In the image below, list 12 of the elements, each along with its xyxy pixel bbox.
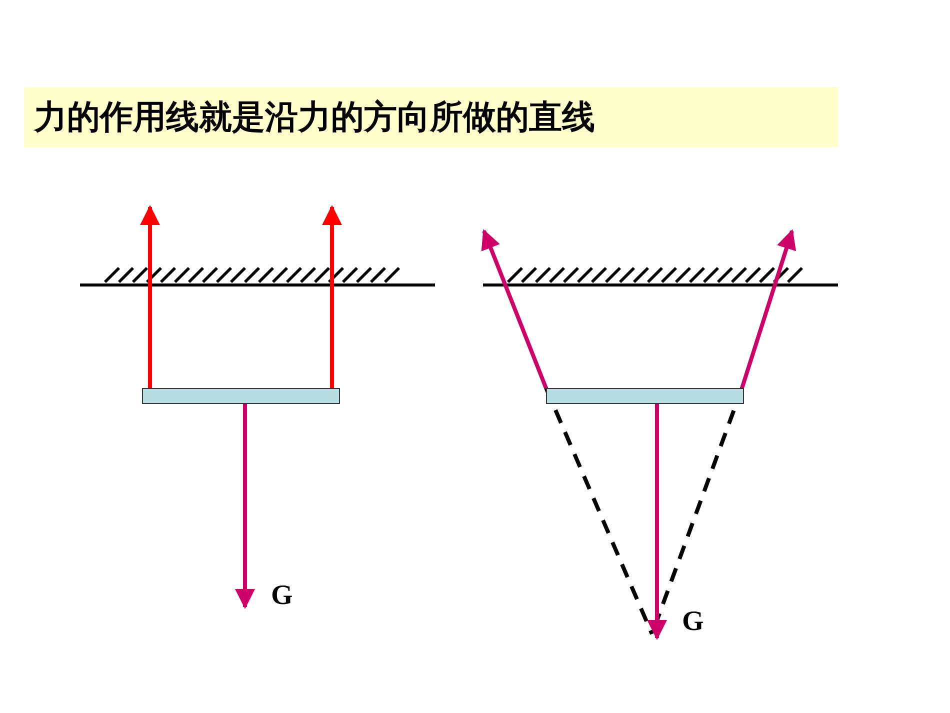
force-arrow	[140, 205, 160, 388]
force-arrow	[647, 404, 667, 640]
plank	[142, 388, 340, 404]
force-arrow	[740, 229, 796, 389]
force-arrow	[322, 205, 342, 388]
title-banner: 力的作用线就是沿力的方向所做的直线	[24, 87, 838, 147]
force-label: G	[682, 608, 704, 636]
plank	[546, 388, 744, 404]
force-label: G	[271, 582, 293, 610]
force-arrow	[235, 404, 255, 609]
extension-line	[544, 387, 654, 635]
force-arrow	[481, 229, 548, 389]
